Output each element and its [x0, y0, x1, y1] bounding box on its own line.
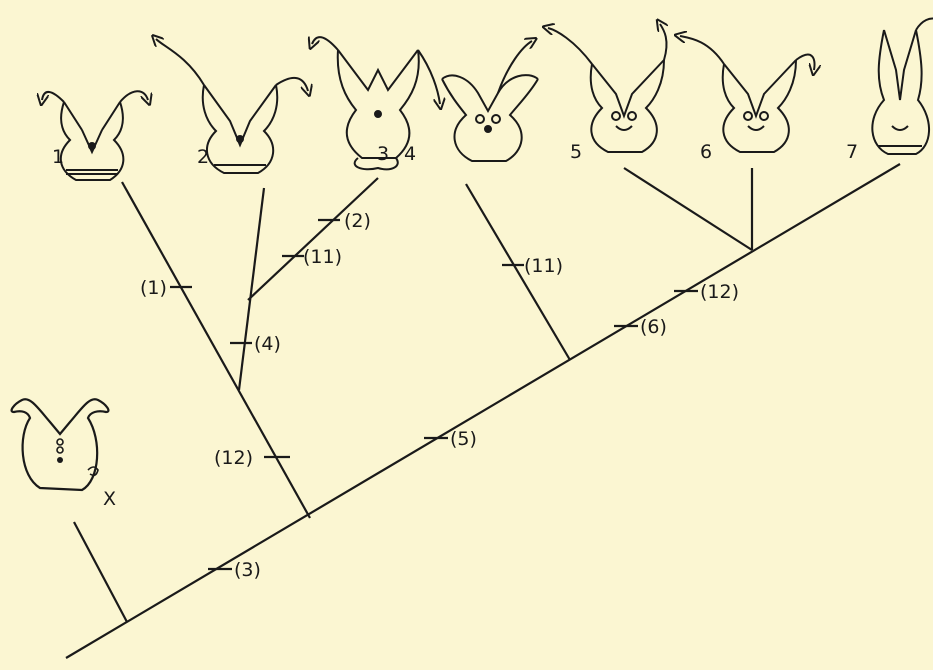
branch-x [73, 521, 128, 623]
taxon-label-3: 3 [377, 143, 389, 165]
organism-2 [156, 39, 308, 174]
branch-3 [247, 177, 379, 301]
character-label-11b: (11) [524, 255, 563, 277]
branch-4 [465, 183, 571, 361]
character-label-3: (3) [234, 559, 261, 581]
branch-1 [121, 181, 311, 519]
branch-2 [237, 187, 266, 391]
taxon-label-5: 5 [570, 141, 582, 163]
organism-6 [680, 36, 814, 153]
branch-5 [623, 167, 753, 251]
main-axis [65, 163, 901, 659]
character-label-4: (4) [254, 333, 281, 355]
character-label-2: (2) [344, 210, 371, 232]
character-label-11a: (11) [303, 246, 342, 268]
character-labels: (1) (2) (11) (4) (12) (3) (5) (11) (6) (… [140, 210, 739, 581]
taxon-label-7: 7 [846, 141, 858, 163]
taxon-label-4: 4 [404, 143, 416, 165]
organism-4 [441, 41, 538, 162]
organism-x [10, 398, 110, 492]
outgroup-label-x: X [103, 488, 116, 510]
character-label-12b: (12) [700, 281, 739, 303]
character-label-1: (1) [140, 277, 167, 299]
character-label-12a: (12) [214, 447, 253, 469]
taxon-labels: 1 2 3 4 5 6 7 X [52, 141, 858, 510]
tree-branches [65, 163, 901, 659]
character-label-6: (6) [640, 316, 667, 338]
taxon-label-2: 2 [197, 146, 209, 168]
taxon-label-1: 1 [52, 146, 64, 168]
organism-1 [42, 90, 148, 181]
organism-5 [548, 24, 667, 153]
character-ticks [170, 218, 698, 571]
organism-3 [312, 37, 440, 171]
taxon-label-6: 6 [700, 141, 712, 163]
character-label-5: (5) [450, 428, 477, 450]
organism-7 [871, 17, 933, 155]
